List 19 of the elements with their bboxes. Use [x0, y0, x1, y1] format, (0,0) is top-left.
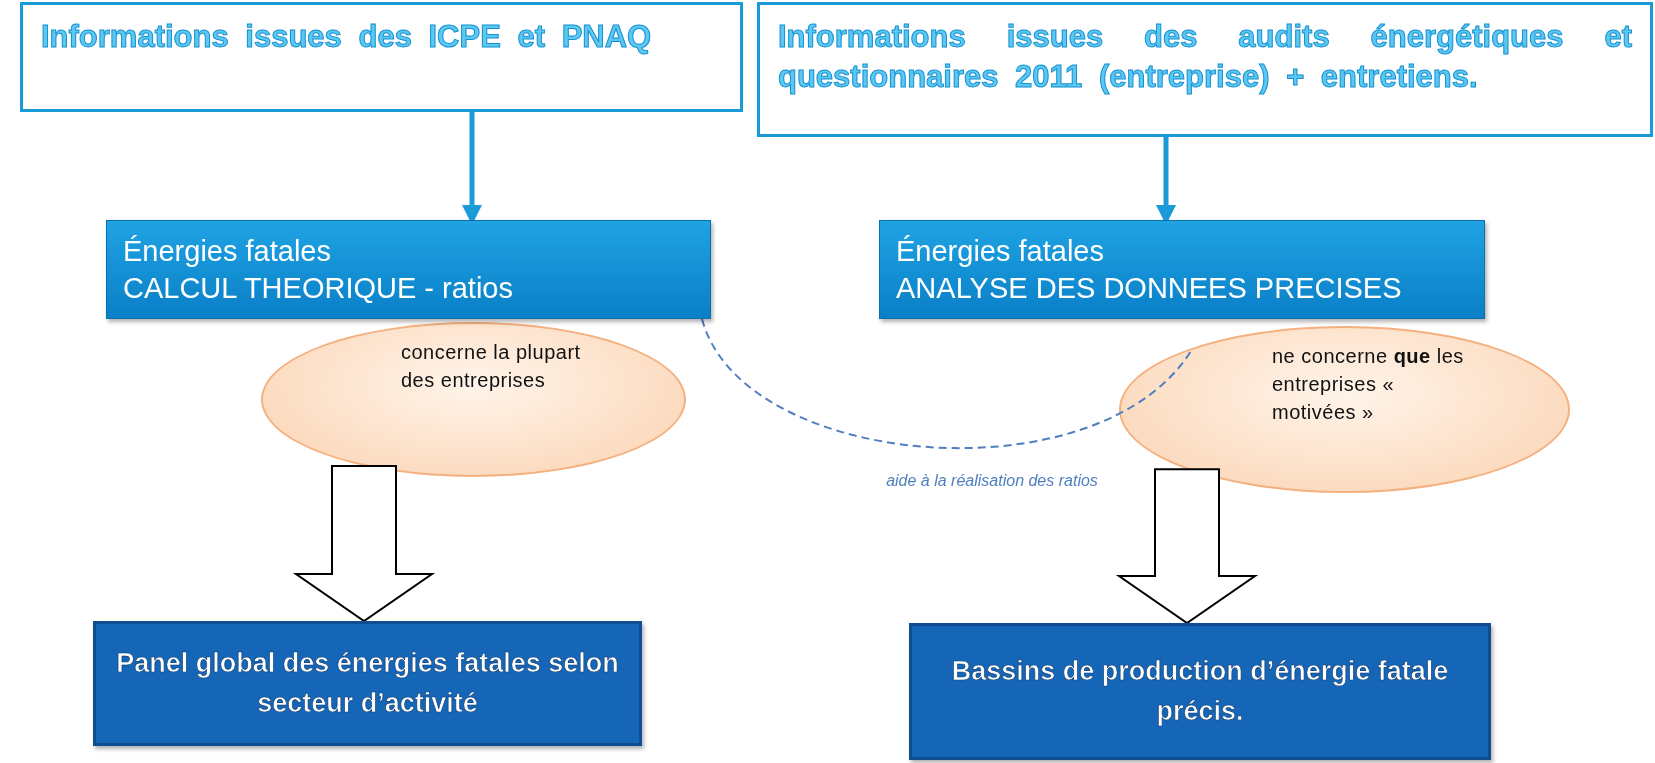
- result-box: [93, 621, 642, 746]
- block-arrow: [292, 464, 436, 623]
- dashed-connector: [701, 318, 1194, 449]
- node-text: concerne la plupart des entreprises: [401, 340, 582, 393]
- node-text: Informations issues des audits énergétiques et questionnaires 2011 (entreprise) + entretiens.: [778, 18, 1632, 97]
- node-text: ANALYSE DES DONNEES PRECISES: [896, 270, 1403, 306]
- node-heading: Énergies fatales: [123, 234, 332, 270]
- block-arrow: [1115, 468, 1259, 625]
- node-heading: Énergies fatales: [896, 234, 1105, 270]
- source-box: [757, 2, 1653, 137]
- node-text: Informations issues des ICPE et PNAQ: [41, 18, 653, 56]
- node-text: CALCUL THEORIQUE - ratios: [123, 270, 514, 306]
- process-box: [106, 220, 711, 319]
- source-box: [20, 2, 743, 112]
- process-box: [879, 220, 1485, 319]
- node-text: Bassins de production d’énergie fatale précis.: [950, 655, 1450, 728]
- node-text: ne concerne que les entreprises « motivées »: [1272, 344, 1465, 425]
- node-text: Panel global des énergies fatales selon secteur d’activité: [116, 647, 619, 720]
- result-box: [909, 623, 1491, 760]
